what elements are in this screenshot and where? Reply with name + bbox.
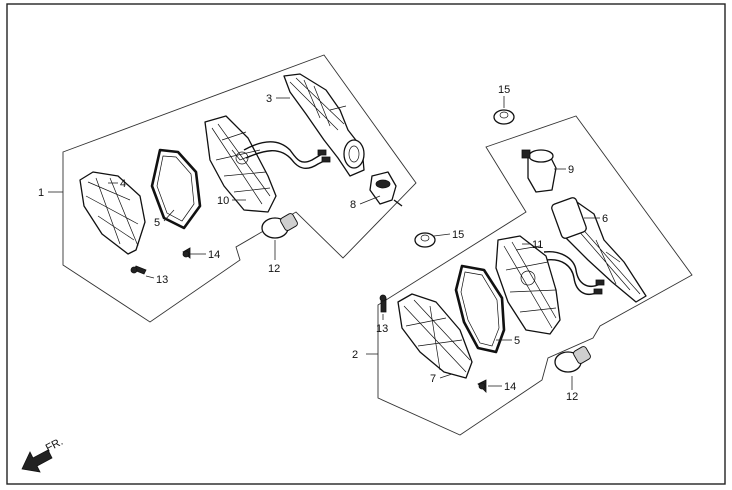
callout-7: 7 (430, 373, 436, 385)
leader-lines (48, 96, 600, 390)
callout-6: 6 (602, 213, 608, 225)
callout-12-right: 12 (566, 391, 578, 403)
direction-label: FR. (44, 436, 65, 455)
callout-1: 1 (38, 187, 44, 199)
right-assembly-boundary (377, 115, 693, 436)
callout-11: 11 (532, 239, 543, 251)
wire-right (543, 251, 605, 296)
rear-cover-right (551, 197, 647, 303)
callout-12-left: 12 (268, 263, 280, 275)
callout-13-right: 13 (376, 323, 388, 335)
callout-15-top: 15 (498, 84, 510, 96)
bulb-left (261, 213, 298, 239)
callout-5-right: 5 (514, 335, 520, 347)
diagram-frame (6, 3, 726, 485)
callout-3: 3 (266, 93, 272, 105)
callout-13-left: 13 (156, 274, 168, 286)
callout-8: 8 (350, 199, 356, 211)
screw-right-13 (379, 294, 387, 313)
lens-right (397, 293, 473, 379)
callout-2: 2 (352, 349, 358, 361)
callout-4: 4 (120, 178, 126, 190)
front-direction-indicator: FR. (21, 436, 65, 473)
gasket-left (150, 148, 202, 230)
rear-cover-left (283, 73, 365, 177)
callout-9: 9 (568, 164, 574, 176)
callout-14-left: 14 (208, 249, 220, 261)
nut-top (493, 109, 515, 125)
bulb-right (554, 346, 591, 373)
screw-left-14 (182, 247, 191, 259)
screw-left-13 (130, 265, 147, 275)
nut-middle (414, 232, 436, 248)
callout-10: 10 (217, 195, 229, 207)
callout-labels: 1 2 3 4 5 5 6 7 8 9 10 11 12 12 13 13 14… (38, 84, 608, 403)
socket-right (521, 149, 557, 193)
callout-14-right: 14 (504, 381, 516, 393)
housing-right (495, 235, 561, 335)
screw-right-14 (477, 379, 487, 393)
arrow-down-left-icon (21, 449, 53, 473)
housing-left (204, 115, 277, 213)
callout-15-middle: 15 (452, 229, 464, 241)
wire-left (243, 141, 331, 170)
lens-left (79, 171, 146, 255)
socket-left (369, 171, 403, 207)
callout-5-left: 5 (154, 217, 160, 229)
gasket-right (454, 264, 506, 354)
